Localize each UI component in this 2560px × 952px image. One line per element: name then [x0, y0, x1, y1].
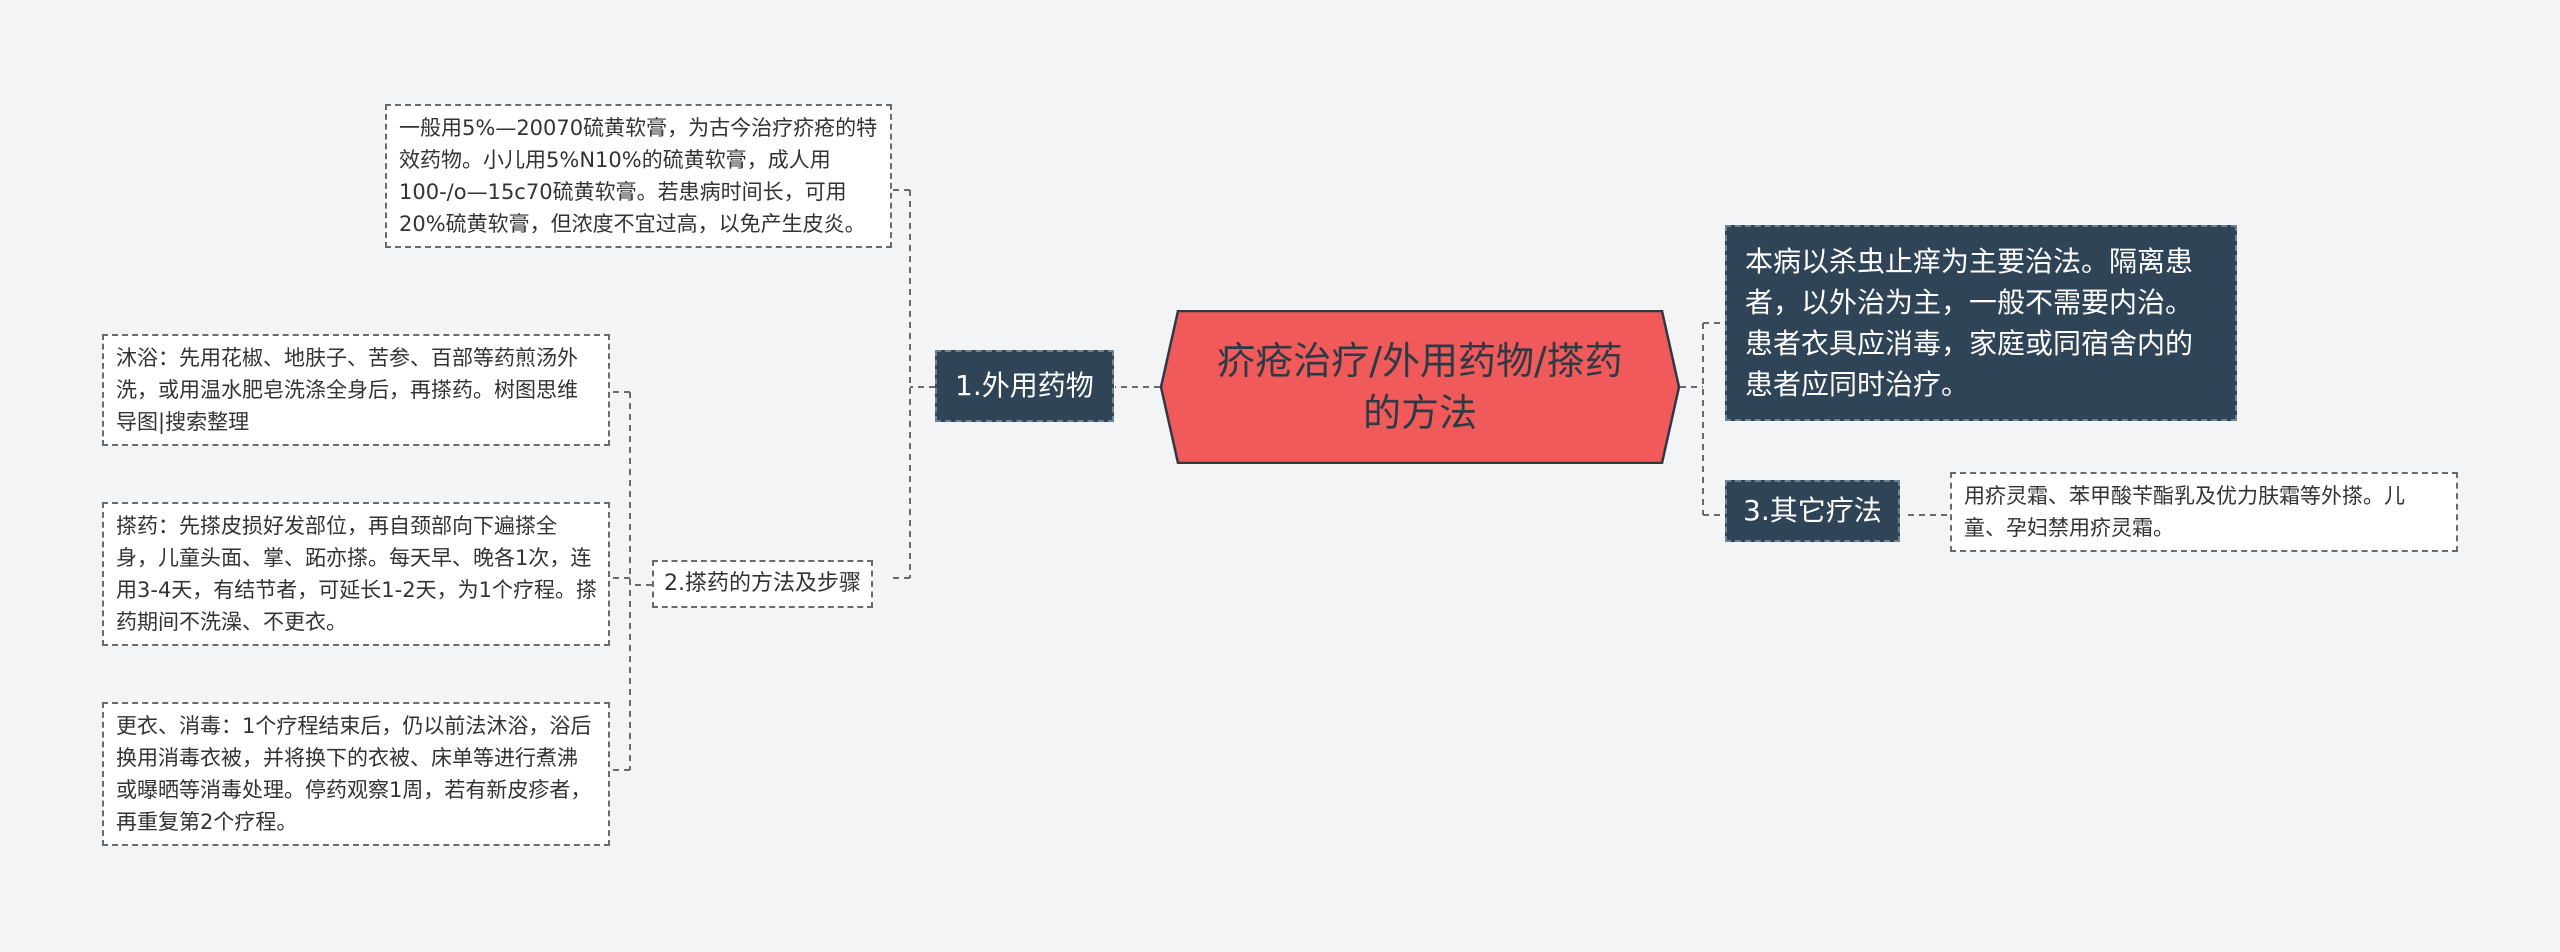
- central-topic-hexagon: [1160, 310, 1680, 464]
- leaf-applying-text: 搽药：先搽皮损好发部位，再自颈部向下遍搽全身，儿童头面、掌、跖亦搽。每天早、晚各…: [116, 514, 597, 634]
- leaf-bathing[interactable]: 沐浴：先用花椒、地肤子、苦参、百部等药煎汤外洗，或用温水肥皂洗涤全身后，再搽药。…: [102, 334, 610, 446]
- note-main-treatment-text: 本病以杀虫止痒为主要治法。隔离患者，以外治为主，一般不需要内治。患者衣具应消毒，…: [1745, 245, 2194, 401]
- leaf-changing-disinfection-text: 更衣、消毒：1个疗程结束后，仍以前法沐浴，浴后换用消毒衣被，并将换下的衣被、床单…: [116, 714, 592, 834]
- link-steps-leaves: [610, 391, 652, 771]
- note-main-treatment[interactable]: 本病以杀虫止痒为主要治法。隔离患者，以外治为主，一般不需要内治。患者衣具应消毒，…: [1725, 225, 2237, 421]
- branch-other-therapy-label: 3.其它疗法: [1743, 494, 1882, 527]
- central-topic[interactable]: 疥疮治疗/外用药物/搽药的方法: [1160, 310, 1680, 464]
- leaf-bathing-text: 沐浴：先用花椒、地肤子、苦参、百部等药煎汤外洗，或用温水肥皂洗涤全身后，再搽药。…: [116, 346, 578, 434]
- branch-external-medication[interactable]: 1.外用药物: [935, 350, 1114, 422]
- central-topic-title: 疥疮治疗/外用药物/搽药的方法: [1217, 339, 1623, 435]
- branch-other-therapy[interactable]: 3.其它疗法: [1725, 480, 1900, 542]
- leaf-sulfur-ointment-text: 一般用5%—20070硫黄软膏，为古今治疗疥疮的特效药物。小儿用5%N10%的硫…: [399, 116, 878, 236]
- leaf-other-therapy[interactable]: 用疥灵霜、苯甲酸苄酯乳及优力肤霜等外搽。儿童、孕妇禁用疥灵霜。: [1950, 472, 2458, 552]
- sub-application-steps[interactable]: 2.搽药的方法及步骤: [652, 560, 873, 608]
- leaf-sulfur-ointment[interactable]: 一般用5%—20070硫黄软膏，为古今治疗疥疮的特效药物。小儿用5%N10%的硫…: [385, 104, 892, 248]
- link-branch-external-children: [892, 189, 935, 579]
- leaf-changing-disinfection[interactable]: 更衣、消毒：1个疗程结束后，仍以前法沐浴，浴后换用消毒衣被，并将换下的衣被、床单…: [102, 702, 610, 846]
- leaf-applying[interactable]: 搽药：先搽皮损好发部位，再自颈部向下遍搽全身，儿童头面、掌、跖亦搽。每天早、晚各…: [102, 502, 610, 646]
- sub-application-steps-label: 2.搽药的方法及步骤: [664, 571, 861, 596]
- link-center-right: [1680, 322, 1725, 516]
- leaf-other-therapy-text: 用疥灵霜、苯甲酸苄酯乳及优力肤霜等外搽。儿童、孕妇禁用疥灵霜。: [1964, 484, 2405, 540]
- branch-external-medication-label: 1.外用药物: [955, 369, 1094, 402]
